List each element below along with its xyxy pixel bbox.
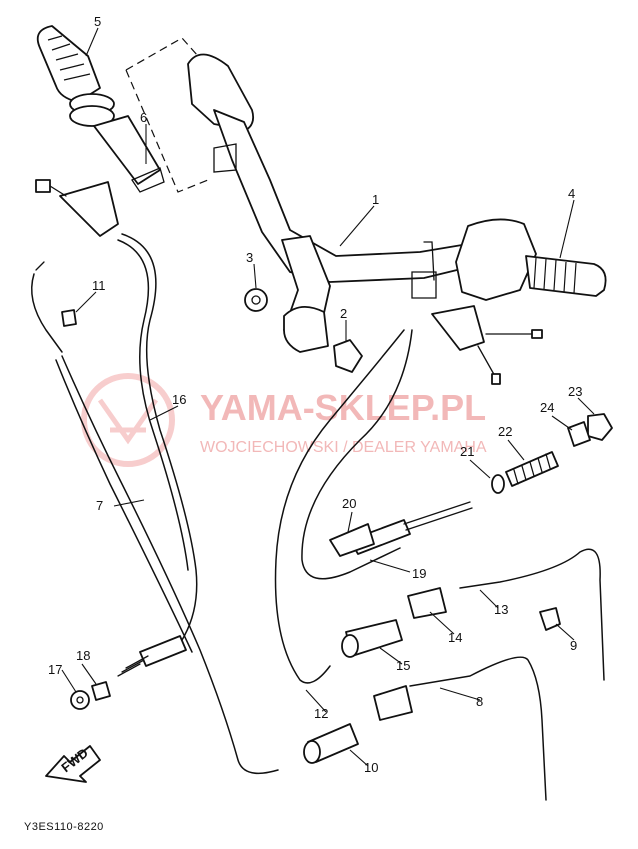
callout-20: 20 [342, 496, 356, 511]
callout-24: 24 [540, 400, 554, 415]
nut-17 [70, 690, 90, 710]
callout-13: 13 [494, 602, 508, 617]
callout-8: 8 [476, 694, 483, 709]
callout-23: 23 [568, 384, 582, 399]
callout-5: 5 [94, 14, 101, 29]
adjuster-8 [373, 685, 413, 721]
callout-7: 7 [96, 498, 103, 513]
callout-11: 11 [92, 278, 106, 293]
watermark-subtitle: WOJCIECHOWSKI / DEALER YAMAHA [200, 439, 487, 456]
callout-21: 21 [460, 444, 474, 459]
fwd-arrow-icon: FWD [45, 745, 101, 783]
diagram-code: Y3ES110-8220 [24, 821, 104, 833]
cable-ends [117, 501, 473, 764]
callout-17: 17 [48, 662, 62, 677]
callout-15: 15 [396, 658, 410, 673]
callout-1: 1 [372, 192, 379, 207]
right-grip [525, 255, 607, 297]
collar-18 [91, 681, 111, 701]
callout-2: 2 [340, 306, 347, 321]
washer-21 [491, 474, 505, 494]
right-lever-bracket [431, 305, 543, 385]
callout-10: 10 [364, 760, 378, 775]
spring-22 [505, 451, 559, 487]
leader-lines [61, 27, 595, 767]
handlebar [187, 53, 537, 347]
callout-4: 4 [568, 186, 575, 201]
adjuster-14 [407, 587, 447, 619]
callout-14: 14 [448, 630, 462, 645]
callout-3: 3 [246, 250, 253, 265]
callout-18: 18 [76, 648, 90, 663]
clamp [283, 306, 329, 353]
cables [55, 233, 605, 801]
collar-24 [567, 421, 591, 447]
cap-9 [539, 607, 561, 631]
callout-6: 6 [140, 110, 147, 125]
callout-12: 12 [314, 706, 328, 721]
nut-23 [587, 413, 613, 441]
callout-9: 9 [570, 638, 577, 653]
left-grip [36, 25, 115, 127]
watermark-logo-icon [81, 373, 175, 467]
callout-22: 22 [498, 424, 512, 439]
callout-16: 16 [172, 392, 186, 407]
adjuster-11 [31, 261, 77, 353]
throttle-grip-dashed-box [93, 37, 209, 193]
callout-19: 19 [412, 566, 426, 581]
watermark-title: YAMA-SKLEP.PL [200, 387, 486, 428]
bolt-2 [333, 339, 363, 373]
watermark: YAMA-SKLEP.PL WOJCIECHOWSKI / DEALER YAM… [81, 373, 487, 467]
left-lever-bracket [35, 179, 119, 237]
clip-20 [329, 523, 375, 557]
nut-3 [244, 288, 268, 312]
callout-labels: 5 6 1 4 3 2 11 16 7 20 21 22 23 24 19 13… [48, 14, 582, 775]
